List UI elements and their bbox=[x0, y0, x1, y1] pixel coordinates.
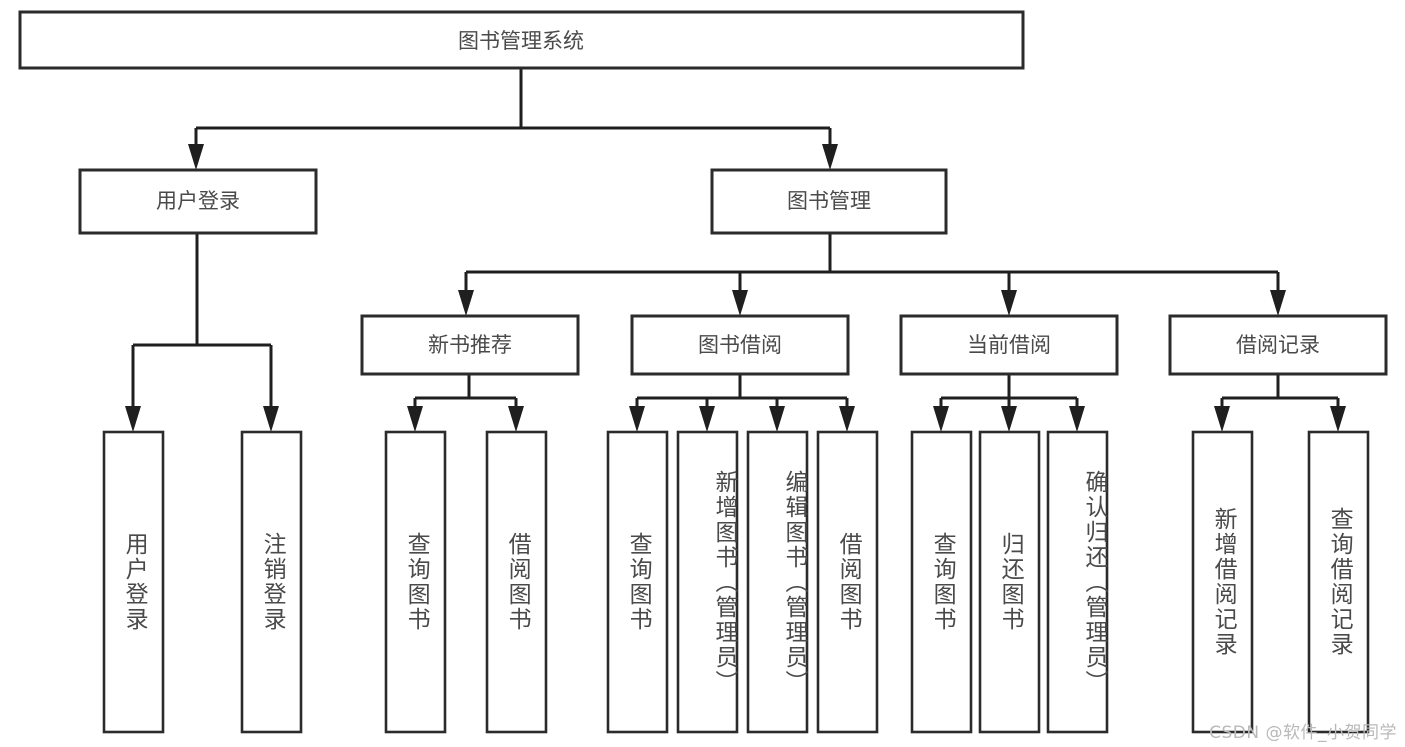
arrowhead-leaf-logout-login bbox=[263, 406, 279, 432]
arrowhead-current-borrow bbox=[1001, 290, 1017, 316]
node-leaf-borrow-book-2[interactable] bbox=[816, 430, 879, 734]
node-leaf-query-book-3-rect bbox=[910, 430, 973, 734]
node-new-book-recommend[interactable]: 新书推荐 bbox=[360, 314, 580, 376]
node-leaf-borrow-book-1[interactable] bbox=[485, 430, 548, 734]
node-user-login-label: 用户登录 bbox=[156, 189, 240, 213]
csdn-watermark: CSDN @软件_小贺同学 bbox=[1209, 723, 1397, 743]
arrowhead-leaf-query-book-1 bbox=[407, 406, 423, 432]
arrowhead-leaf-query-book-2 bbox=[629, 406, 645, 432]
edges-currentborrow-to-leaves bbox=[933, 374, 1085, 432]
node-book-management[interactable]: 图书管理 bbox=[710, 168, 948, 235]
node-user-login[interactable]: 用户登录 bbox=[78, 168, 318, 235]
node-leaf-query-book-3[interactable] bbox=[910, 430, 973, 734]
node-leaf-logout-login-rect bbox=[240, 430, 303, 734]
edges-bookborrow-to-leaves bbox=[629, 374, 855, 432]
node-book-borrow[interactable]: 图书借阅 bbox=[630, 314, 850, 376]
node-current-borrow-label: 当前借阅 bbox=[967, 333, 1051, 357]
node-book-management-rect bbox=[710, 168, 948, 235]
arrowhead-leaf-return-book bbox=[1001, 406, 1017, 432]
node-leaf-user-login-rect bbox=[102, 430, 165, 734]
arrowhead-book-borrow bbox=[732, 290, 748, 316]
node-leaf-borrow-book-2-rect bbox=[816, 430, 879, 734]
node-leaf-add-book[interactable] bbox=[676, 430, 739, 734]
node-book-management-label: 图书管理 bbox=[787, 189, 871, 213]
node-user-login-rect bbox=[78, 168, 318, 235]
node-leaf-query-borrow-record-rect bbox=[1307, 430, 1370, 734]
arrowhead-leaf-query-book-3 bbox=[933, 406, 949, 432]
arrowhead-user-login bbox=[188, 144, 204, 170]
node-borrow-record[interactable]: 借阅记录 bbox=[1168, 314, 1388, 376]
node-leaf-add-borrow-record-rect bbox=[1191, 430, 1254, 734]
node-leaf-add-book-rect bbox=[676, 430, 739, 734]
arrowhead-leaf-add-borrow-record bbox=[1214, 406, 1230, 432]
node-leaf-query-book-2-rect bbox=[606, 430, 669, 734]
edges-userlogin-to-leaves bbox=[125, 233, 279, 432]
node-leaf-logout-login[interactable] bbox=[240, 430, 303, 734]
arrowhead-borrow-record bbox=[1270, 290, 1286, 316]
edges-bookmgmt-to-level3 bbox=[458, 233, 1286, 316]
edges-root-to-level2 bbox=[188, 68, 838, 170]
node-borrow-record-label: 借阅记录 bbox=[1236, 333, 1320, 357]
node-current-borrow-rect bbox=[899, 314, 1119, 376]
node-book-borrow-rect bbox=[630, 314, 850, 376]
edges-borrowrecord-to-leaves bbox=[1214, 374, 1346, 432]
node-leaf-return-book-rect bbox=[978, 430, 1041, 734]
node-book-borrow-label: 图书借阅 bbox=[698, 333, 782, 357]
node-leaf-query-book-1[interactable] bbox=[384, 430, 447, 734]
node-leaf-confirm-return[interactable] bbox=[1046, 430, 1109, 734]
node-root-label: 图书管理系统 bbox=[458, 29, 584, 53]
node-leaf-confirm-return-rect bbox=[1046, 430, 1109, 734]
node-leaf-borrow-book-1-rect bbox=[485, 430, 548, 734]
arrowhead-book-management bbox=[822, 144, 838, 170]
arrowhead-leaf-edit-book bbox=[769, 406, 785, 432]
arrowhead-new-book-recommend bbox=[458, 290, 474, 316]
node-leaf-query-book-2[interactable] bbox=[606, 430, 669, 734]
node-root-rect bbox=[18, 10, 1025, 70]
node-root[interactable]: 图书管理系统 bbox=[18, 10, 1025, 70]
node-leaf-query-borrow-record[interactable] bbox=[1307, 430, 1370, 734]
arrowhead-leaf-borrow-book-1 bbox=[508, 406, 524, 432]
node-borrow-record-rect bbox=[1168, 314, 1388, 376]
arrowhead-leaf-confirm-return bbox=[1069, 406, 1085, 432]
node-new-book-recommend-label: 新书推荐 bbox=[428, 333, 512, 357]
node-leaf-edit-book[interactable] bbox=[746, 430, 809, 734]
node-leaf-user-login[interactable] bbox=[102, 430, 165, 734]
node-leaf-query-book-1-rect bbox=[384, 430, 447, 734]
node-leaf-add-borrow-record[interactable] bbox=[1191, 430, 1254, 734]
node-new-book-recommend-rect bbox=[360, 314, 580, 376]
arrowhead-leaf-borrow-book-2 bbox=[839, 406, 855, 432]
node-leaf-edit-book-rect bbox=[746, 430, 809, 734]
arrowhead-leaf-user-login bbox=[125, 406, 141, 432]
node-leaf-return-book[interactable] bbox=[978, 430, 1041, 734]
node-current-borrow[interactable]: 当前借阅 bbox=[899, 314, 1119, 376]
arrowhead-leaf-add-book bbox=[699, 406, 715, 432]
edges-newbook-to-leaves bbox=[407, 374, 524, 432]
arrowhead-leaf-query-borrow-record bbox=[1330, 406, 1346, 432]
